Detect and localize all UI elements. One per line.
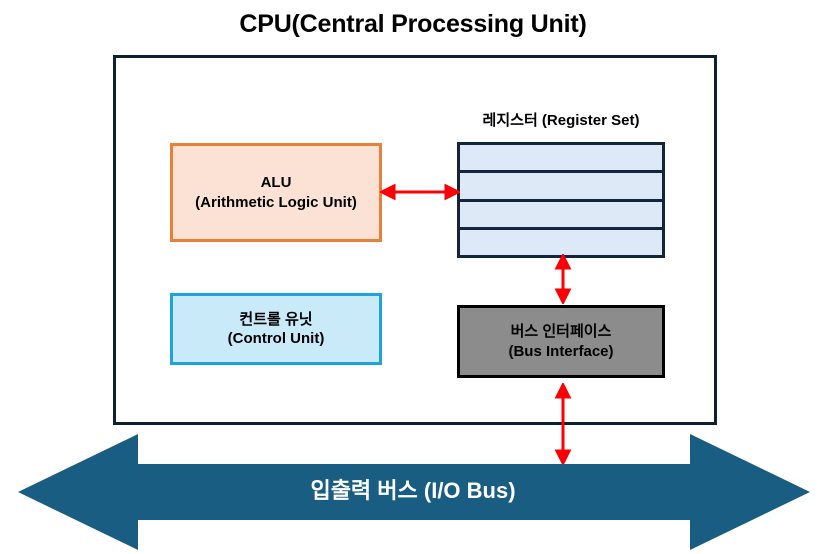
register-set-block[interactable]: [457, 142, 665, 258]
control-unit-block[interactable]: 컨트롤 유닛 (Control Unit): [170, 293, 382, 365]
connector-alu-to-register-arrow: [380, 183, 460, 201]
connector-register-to-bus-interface-arrow: [554, 254, 572, 304]
io-bus-banner[interactable]: [14, 432, 814, 552]
io-bus-arrow-shape: [18, 434, 810, 550]
connector-bus-interface-to-io-bus-arrow: [554, 383, 572, 465]
bus-interface-block[interactable]: 버스 인터페이스 (Bus Interface): [457, 305, 665, 378]
register-set-label: 레지스터 (Register Set): [482, 112, 640, 129]
register-row[interactable]: [460, 201, 662, 230]
bus-interface-label-line1: 버스 인터페이스: [510, 323, 612, 341]
control-unit-label-line1: 컨트롤 유닛: [239, 310, 313, 328]
register-row[interactable]: [460, 145, 662, 174]
control-unit-label-line2: (Control Unit): [227, 330, 325, 347]
alu-block[interactable]: ALU (Arithmetic Logic Unit): [170, 143, 382, 242]
register-row[interactable]: [460, 173, 662, 202]
cpu-boundary-frame: [113, 55, 717, 425]
bus-interface-label-line2: (Bus Interface): [508, 342, 614, 360]
page-title: CPU(Central Processing Unit): [239, 10, 587, 38]
alu-label-line2: (Arithmetic Logic Unit): [195, 193, 357, 211]
register-row[interactable]: [460, 229, 662, 255]
alu-label-line1: ALU: [260, 174, 292, 192]
